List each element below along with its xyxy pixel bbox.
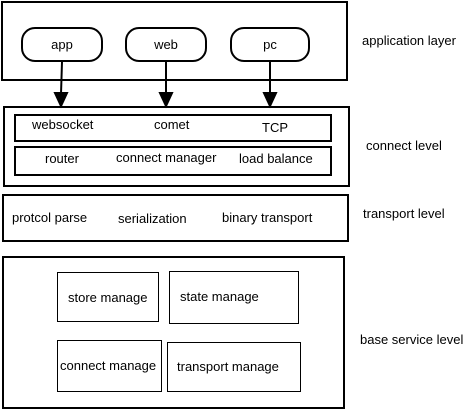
web-client-label: web bbox=[154, 37, 178, 52]
pc-client: pc bbox=[230, 27, 310, 62]
transport-level-label: transport level bbox=[363, 206, 445, 221]
serialization-label: serialization bbox=[118, 211, 187, 226]
app-arrow bbox=[60, 61, 63, 95]
connect-manager-label: connect manager bbox=[116, 150, 217, 165]
store-manage-label: store manage bbox=[68, 290, 148, 305]
base-service-level-label: base service level bbox=[360, 332, 464, 347]
store-manage-box bbox=[57, 272, 159, 322]
connect-protocols-row bbox=[14, 114, 332, 142]
transport-manage-label: transport manage bbox=[177, 359, 279, 374]
transport-level-box bbox=[2, 194, 349, 242]
tcp-label: TCP bbox=[262, 120, 288, 135]
transport-manage-box bbox=[167, 342, 301, 392]
comet-label: comet bbox=[154, 117, 190, 132]
app-arrowhead bbox=[53, 92, 69, 109]
app-client: app bbox=[21, 27, 103, 62]
connect-manage-box bbox=[57, 340, 162, 392]
connect-manage-label: connect manage bbox=[60, 358, 157, 373]
app-client-label: app bbox=[51, 37, 73, 52]
web-client: web bbox=[125, 27, 207, 62]
pc-client-label: pc bbox=[263, 37, 277, 52]
web-arrowhead bbox=[158, 92, 174, 109]
websocket-label: websocket bbox=[32, 117, 94, 132]
load-balance-label: load balance bbox=[239, 151, 313, 166]
application-layer-label: application layer bbox=[362, 33, 456, 48]
binary-transport-label: binary transport bbox=[222, 210, 313, 225]
state-manage-label: state manage bbox=[180, 289, 259, 304]
router-label: router bbox=[45, 151, 79, 166]
state-manage-box bbox=[169, 271, 299, 324]
pc-arrowhead bbox=[262, 92, 278, 109]
connect-level-label: connect level bbox=[366, 138, 442, 153]
connect-services-row bbox=[14, 146, 332, 176]
protocol-parse-label: protcol parse bbox=[12, 210, 88, 225]
